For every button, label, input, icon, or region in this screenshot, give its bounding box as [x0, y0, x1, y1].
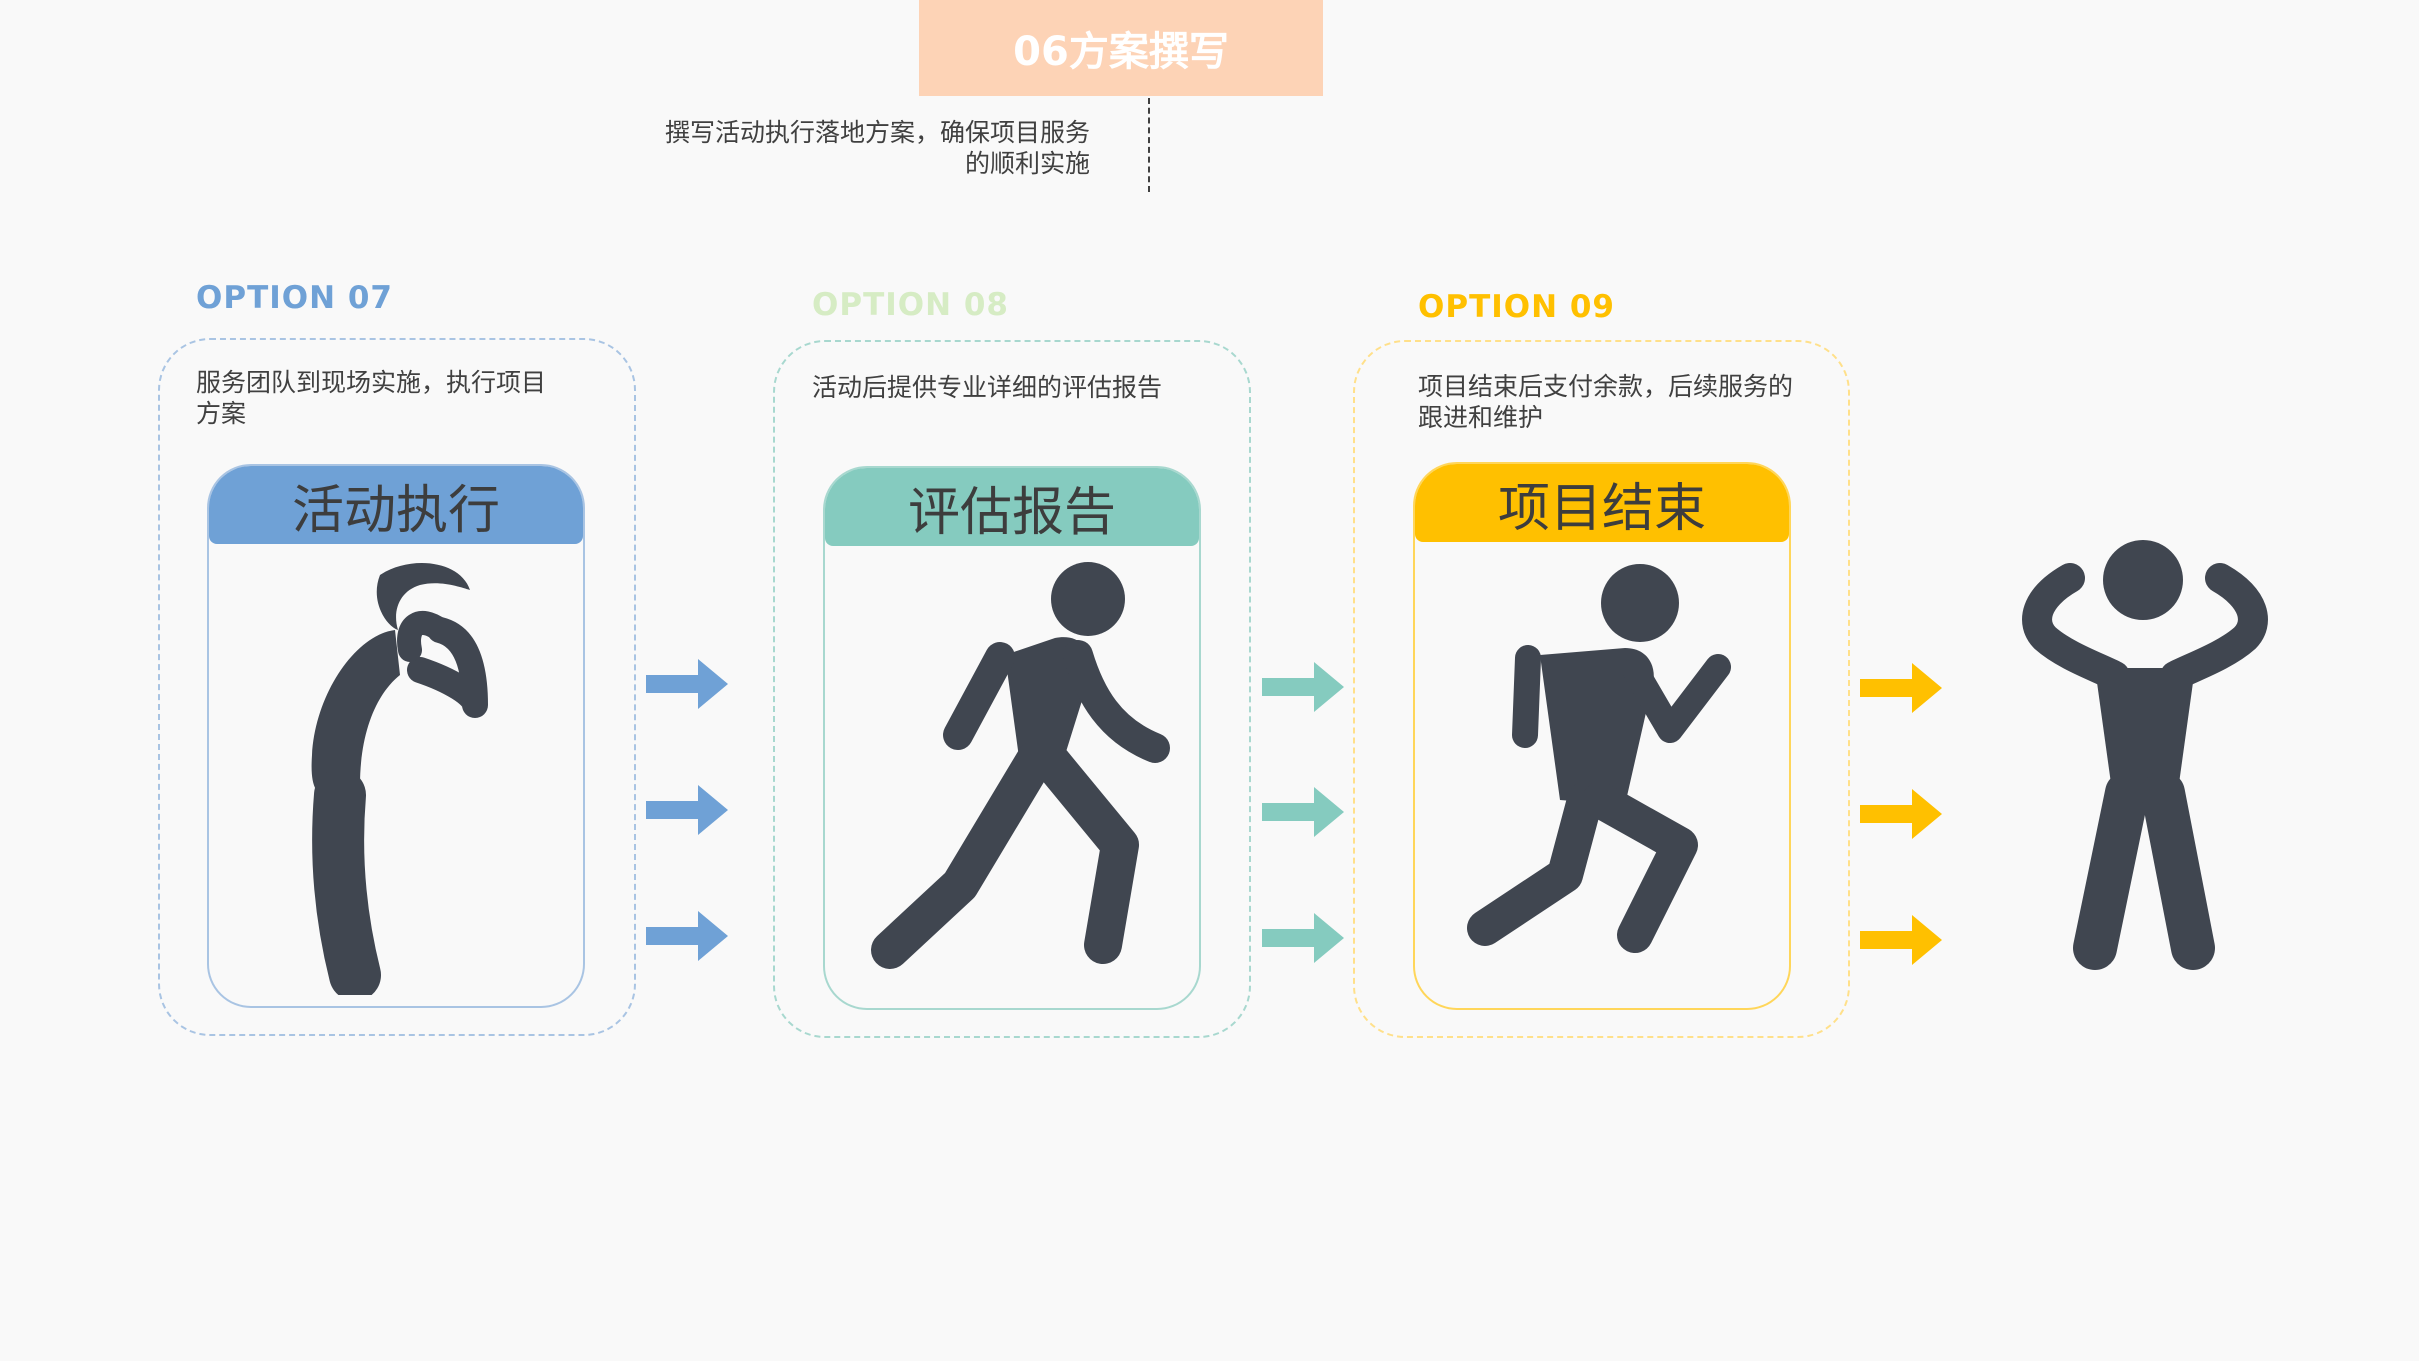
top-step-description: 撰写活动执行落地方案，确保项目服务 的顺利实施: [600, 117, 1090, 179]
arrow-right-icon: [1860, 915, 1942, 965]
hunched-person-icon: [311, 563, 488, 995]
option-08-description-line1: 活动后提供专业详细的评估报告: [812, 373, 1163, 402]
arrow-right-icon: [1860, 789, 1942, 839]
walking-person-icon: [871, 562, 1170, 969]
option-08-label: OPTION 08: [812, 287, 1009, 323]
option-07-card: [158, 338, 636, 1036]
arrow-right-icon: [1860, 663, 1942, 713]
option-07-card-title: 活动执行: [209, 466, 583, 544]
top-step-title: 06方案撰写: [919, 0, 1323, 96]
arrow-right-icon: [1262, 913, 1344, 963]
option-09-label: OPTION 09: [1418, 289, 1615, 325]
option-09-description-line1: 项目结束后支付余款，后续服务的: [1418, 372, 1794, 401]
arrow-right-icon: [646, 659, 728, 709]
cheering-person-icon: [2022, 540, 2268, 970]
option-07-inner-card: 活动执行: [207, 464, 585, 1008]
arrow-right-icon: [1262, 787, 1344, 837]
arrow-right-icon: [646, 785, 728, 835]
option-07-label: OPTION 07: [196, 280, 393, 316]
option-09-description: 项目结束后支付余款，后续服务的 跟进和维护: [1418, 371, 1838, 433]
top-dashed-connector: [1148, 98, 1150, 192]
arrow-right-icon: [1262, 662, 1344, 712]
option-09-card-title: 项目结束: [1415, 464, 1789, 542]
option-09-card: [1353, 340, 1850, 1038]
arrow-right-icon: [646, 911, 728, 961]
option-08-description: 活动后提供专业详细的评估报告: [812, 372, 1232, 403]
option-07-description: 服务团队到现场实施，执行项目 方案: [196, 367, 606, 429]
top-step-description-line2: 的顺利实施: [964, 149, 1090, 178]
option-07-description-line1: 服务团队到现场实施，执行项目: [196, 368, 547, 397]
option-07-description-line2: 方案: [196, 399, 247, 428]
option-09-description-line2: 跟进和维护: [1418, 403, 1544, 432]
option-08-card-title: 评估报告: [825, 468, 1199, 546]
running-person-icon: [1467, 564, 1731, 953]
top-step-description-line1: 撰写活动执行落地方案，确保项目服务: [664, 118, 1090, 147]
option-08-card: [773, 340, 1251, 1038]
